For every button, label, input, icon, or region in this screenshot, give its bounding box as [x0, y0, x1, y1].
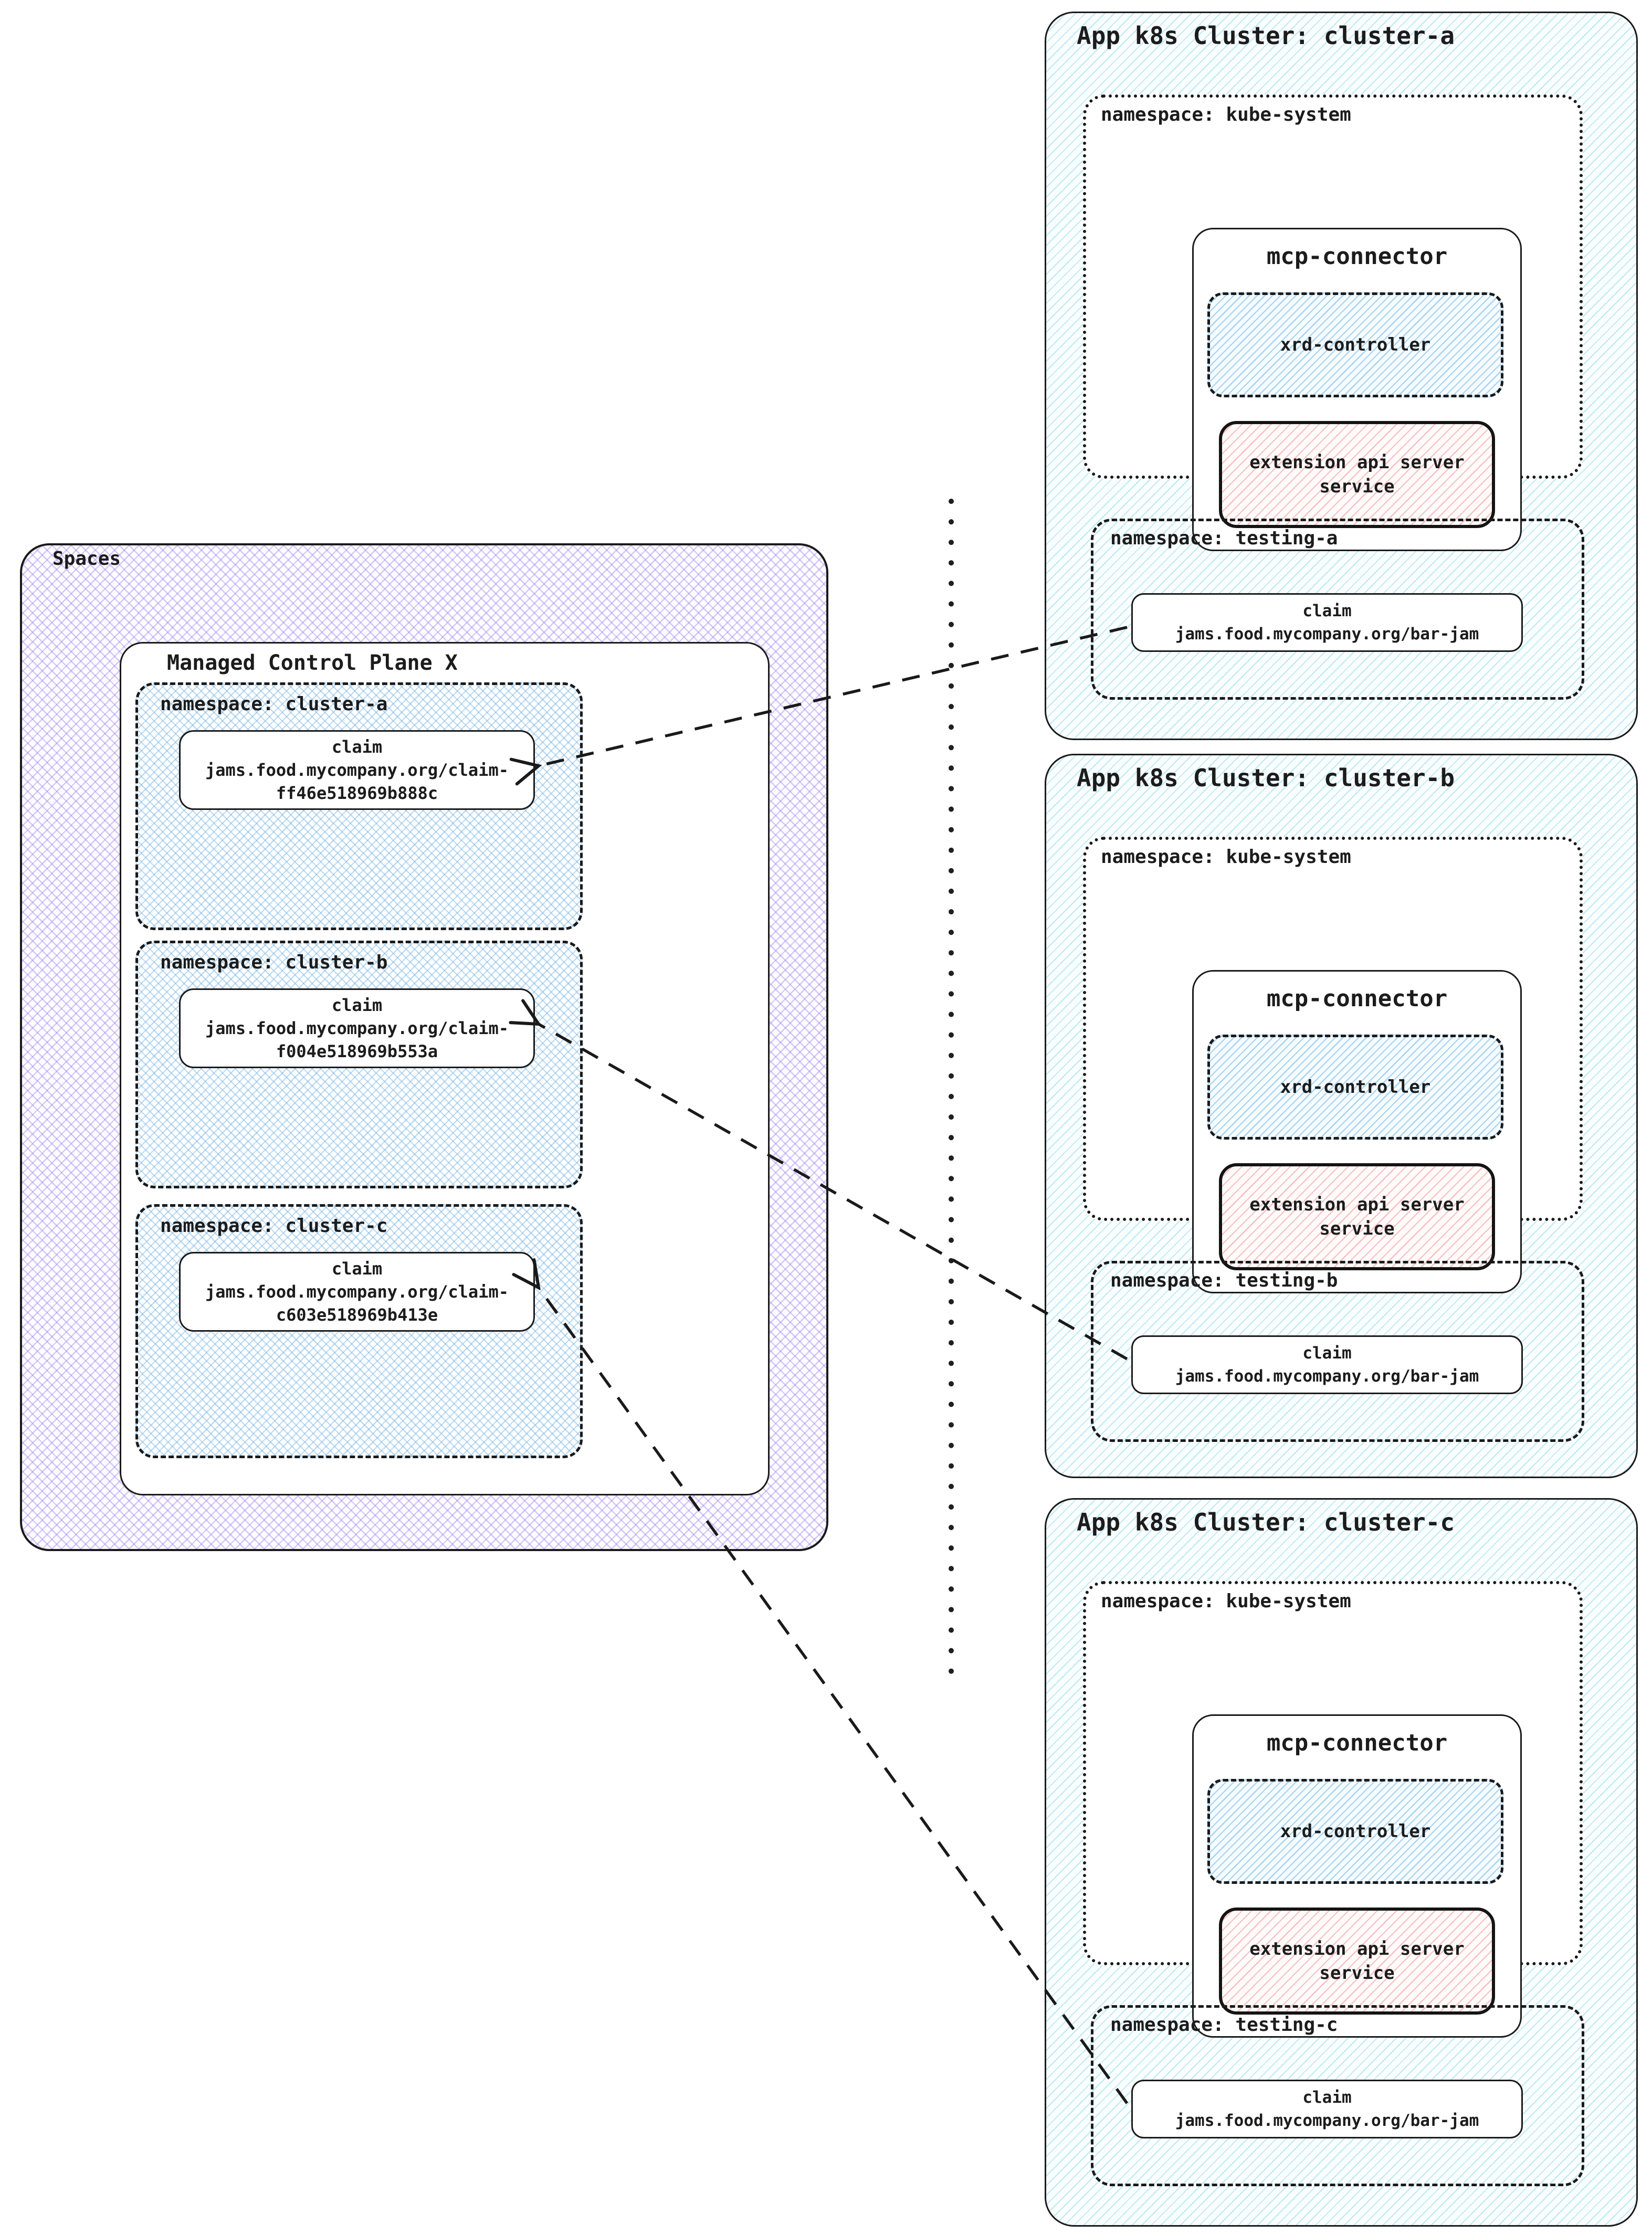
kube-system-namespace-label: namespace: kube-system — [1101, 1590, 1351, 1612]
kube-system-namespace-box: namespace: kube-system mcp-connector xrd… — [1083, 837, 1583, 1293]
kube-system-namespace-box: namespace: kube-system mcp-connector xrd… — [1083, 94, 1583, 551]
testing-a-namespace-box: namespace: testing-a claim jams.food.myc… — [1091, 519, 1584, 700]
app-cluster-a-title: App k8s Cluster: cluster-a — [1077, 22, 1455, 50]
testing-b-namespace-label: namespace: testing-b — [1110, 1270, 1338, 1291]
claim-box-cluster-a: claim jams.food.mycompany.org/claim- ff4… — [179, 730, 535, 810]
mcp-connector-box: mcp-connector xrd-controller extension a… — [1192, 970, 1522, 1293]
claim-resource: jams.food.mycompany.org/bar-jam — [1175, 1367, 1479, 1386]
testing-a-namespace-label: namespace: testing-a — [1110, 528, 1338, 549]
xrd-controller-box: xrd-controller — [1207, 1035, 1503, 1140]
extension-api-server-box: extension api server service — [1219, 1908, 1495, 2015]
claim-resource-line1: jams.food.mycompany.org/claim- — [205, 760, 509, 780]
app-cluster-c-title: App k8s Cluster: cluster-c — [1077, 1508, 1455, 1536]
mcp-connector-label: mcp-connector — [1266, 243, 1448, 270]
kube-system-namespace-label: namespace: kube-system — [1101, 104, 1351, 125]
namespace-cluster-c-box: namespace: cluster-c claim jams.food.myc… — [135, 1204, 583, 1458]
claim-box-testing-b: claim jams.food.mycompany.org/bar-jam — [1131, 1335, 1523, 1394]
claim-title: claim — [1302, 1344, 1352, 1363]
extension-api-server-box: extension api server service — [1219, 1163, 1495, 1270]
app-cluster-a-box: App k8s Cluster: cluster-a namespace: ku… — [1045, 12, 1638, 740]
claim-box-testing-c: claim jams.food.mycompany.org/bar-jam — [1131, 2080, 1523, 2138]
claim-title: claim — [1302, 2088, 1352, 2107]
testing-c-namespace-box: namespace: testing-c claim jams.food.myc… — [1091, 2005, 1584, 2186]
claim-resource-line2: ff46e518969b888c — [276, 783, 438, 803]
namespace-cluster-c-label: namespace: cluster-c — [160, 1215, 388, 1237]
testing-b-namespace-box: namespace: testing-b claim jams.food.myc… — [1091, 1261, 1584, 1442]
mcp-connector-label: mcp-connector — [1266, 985, 1448, 1012]
claim-resource-line1: jams.food.mycompany.org/claim- — [205, 1018, 509, 1038]
mcp-connector-box: mcp-connector xrd-controller extension a… — [1192, 1714, 1522, 2038]
xrd-controller-box: xrd-controller — [1207, 1779, 1503, 1884]
namespace-cluster-a-box: namespace: cluster-a claim jams.food.myc… — [135, 682, 583, 930]
testing-c-namespace-label: namespace: testing-c — [1110, 2014, 1338, 2036]
namespace-cluster-b-box: namespace: cluster-b claim jams.food.myc… — [135, 941, 583, 1188]
claim-resource-line2: f004e518969b553a — [276, 1041, 438, 1061]
claim-resource-line1: jams.food.mycompany.org/claim- — [205, 1282, 509, 1302]
claim-title: claim — [331, 1259, 383, 1279]
spaces-label: Spaces — [52, 548, 121, 570]
mcp-connector-box: mcp-connector xrd-controller extension a… — [1192, 228, 1522, 551]
app-cluster-b-title: App k8s Cluster: cluster-b — [1077, 764, 1455, 792]
claim-box-cluster-b: claim jams.food.mycompany.org/claim- f00… — [179, 988, 535, 1068]
claim-box-testing-a: claim jams.food.mycompany.org/bar-jam — [1131, 593, 1523, 652]
claim-title: claim — [1302, 602, 1352, 620]
app-cluster-b-box: App k8s Cluster: cluster-b namespace: ku… — [1045, 754, 1638, 1478]
managed-control-plane-label: Managed Control Plane X — [167, 651, 458, 675]
kube-system-namespace-box: namespace: kube-system mcp-connector xrd… — [1083, 1581, 1583, 2038]
kube-system-namespace-label: namespace: kube-system — [1101, 846, 1351, 868]
namespace-cluster-a-label: namespace: cluster-a — [160, 693, 388, 715]
claim-box-cluster-c: claim jams.food.mycompany.org/claim- c60… — [179, 1252, 535, 1332]
xrd-controller-box: xrd-controller — [1207, 292, 1503, 397]
extension-api-server-box: extension api server service — [1219, 421, 1495, 528]
claim-resource: jams.food.mycompany.org/bar-jam — [1175, 625, 1479, 644]
app-cluster-c-box: App k8s Cluster: cluster-c namespace: ku… — [1045, 1498, 1638, 2227]
claim-resource: jams.food.mycompany.org/bar-jam — [1175, 2111, 1479, 2130]
mcp-connector-label: mcp-connector — [1266, 1730, 1448, 1756]
claim-title: claim — [331, 737, 383, 757]
claim-title: claim — [331, 995, 383, 1015]
namespace-cluster-b-label: namespace: cluster-b — [160, 952, 388, 973]
claim-resource-line2: c603e518969b413e — [276, 1305, 438, 1325]
